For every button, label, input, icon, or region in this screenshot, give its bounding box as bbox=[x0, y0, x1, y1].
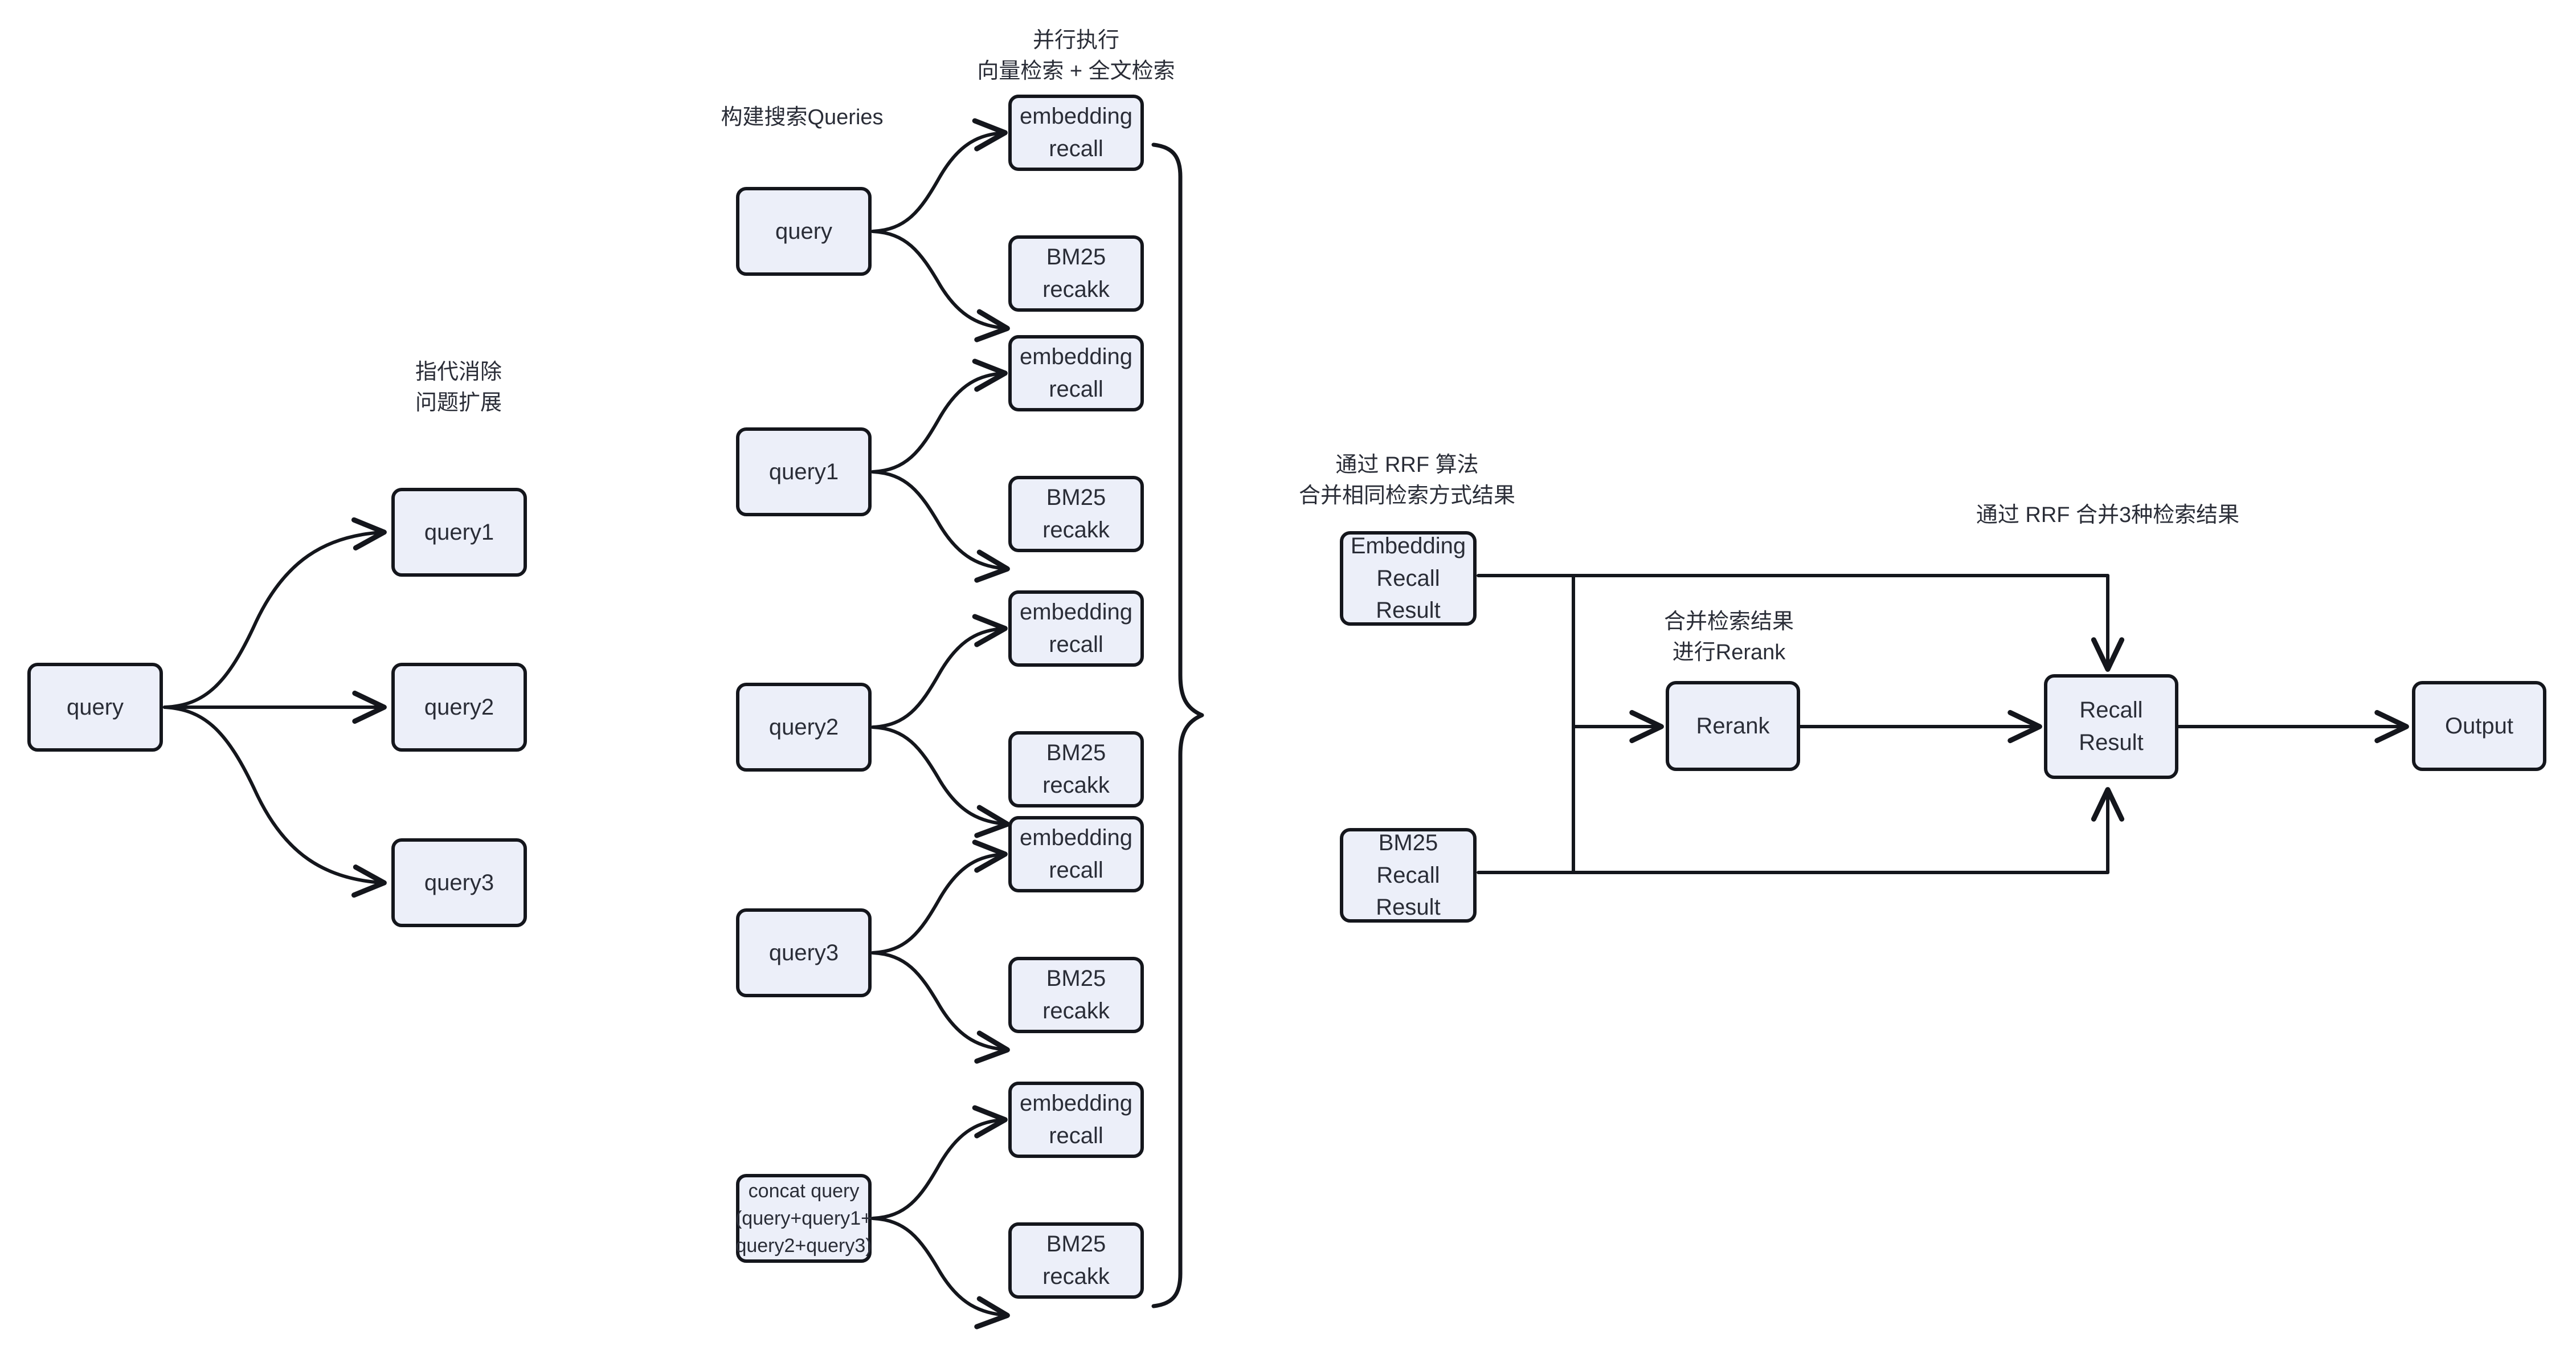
edge-sq3-to-embedding3 bbox=[871, 839, 1008, 955]
node-bm25-recall-3[interactable]: BM25 recakk bbox=[1008, 957, 1144, 1033]
node-bm25-recall-0[interactable]: BM25 recakk bbox=[1008, 235, 1144, 312]
edge-sq0-to-bm250 bbox=[871, 230, 1010, 342]
node-rerank[interactable]: Rerank bbox=[1666, 681, 1800, 771]
note-rrf-three: 通过 RRF 合并3种检索结果 bbox=[1976, 503, 2240, 527]
node-embedding-recall-0[interactable]: embedding recall bbox=[1008, 95, 1144, 171]
edge-sq4-to-bm254 bbox=[871, 1217, 1010, 1329]
edge-sq2-to-embedding2 bbox=[871, 614, 1008, 729]
node-output[interactable]: Output bbox=[2412, 681, 2546, 771]
node-embedding-recall-1[interactable]: embedding recall bbox=[1008, 335, 1144, 411]
node-search-query-1[interactable]: query1 bbox=[736, 427, 872, 516]
node-search-query-3[interactable]: query3 bbox=[736, 908, 872, 997]
node-bm25-recall-1[interactable]: BM25 recakk bbox=[1008, 476, 1144, 552]
edge-query-to-query3 bbox=[163, 705, 387, 898]
note-parallel-exec: 并行执行 向量检索 + 全文检索 bbox=[977, 28, 1175, 83]
node-embedding-recall-2[interactable]: embedding recall bbox=[1008, 590, 1144, 667]
node-bm25-recall-2[interactable]: BM25 recakk bbox=[1008, 731, 1144, 807]
edge-query-to-query1 bbox=[163, 517, 387, 709]
node-expanded-query2[interactable]: query2 bbox=[391, 663, 527, 752]
node-expanded-query1[interactable]: query1 bbox=[391, 488, 527, 577]
node-search-query-0[interactable]: query bbox=[736, 187, 872, 276]
note-build-queries: 构建搜索Queries bbox=[721, 105, 884, 129]
edge-sq0-to-embedding0 bbox=[871, 118, 1008, 233]
node-search-query-2[interactable]: query2 bbox=[736, 683, 872, 772]
note-merge-rerank: 合并检索结果 进行Rerank bbox=[1663, 610, 1794, 664]
node-bm25-recall-4[interactable]: BM25 recakk bbox=[1008, 1222, 1144, 1299]
node-search-query-4-concat[interactable]: concat query (query+query1+ query2+query… bbox=[735, 1174, 872, 1263]
node-expanded-query3[interactable]: query3 bbox=[391, 838, 527, 927]
node-embedding-recall-3[interactable]: embedding recall bbox=[1008, 816, 1144, 892]
note-rrf-same-method: 通过 RRF 算法 合并相同检索方式结果 bbox=[1298, 453, 1515, 508]
node-embedding-recall-4[interactable]: embedding recall bbox=[1008, 1082, 1144, 1158]
node-bm25-recall-result[interactable]: BM25 Recall Result bbox=[1340, 828, 1477, 923]
edge-sq3-to-bm253 bbox=[871, 951, 1010, 1064]
edge-sq2-to-bm252 bbox=[871, 725, 1010, 838]
node-embedding-recall-result[interactable]: Embedding Recall Result bbox=[1340, 531, 1477, 626]
note-rewrite: 指代消除 问题扩展 bbox=[415, 360, 502, 415]
grouping-brace bbox=[1151, 142, 1204, 1308]
edge-sq1-to-embedding1 bbox=[871, 358, 1008, 474]
edge-sq1-to-bm251 bbox=[871, 470, 1010, 583]
edge-sq4-to-embedding4 bbox=[871, 1105, 1008, 1220]
node-recall-result[interactable]: Recall Result bbox=[2044, 674, 2178, 779]
node-source-query[interactable]: query bbox=[27, 663, 163, 752]
